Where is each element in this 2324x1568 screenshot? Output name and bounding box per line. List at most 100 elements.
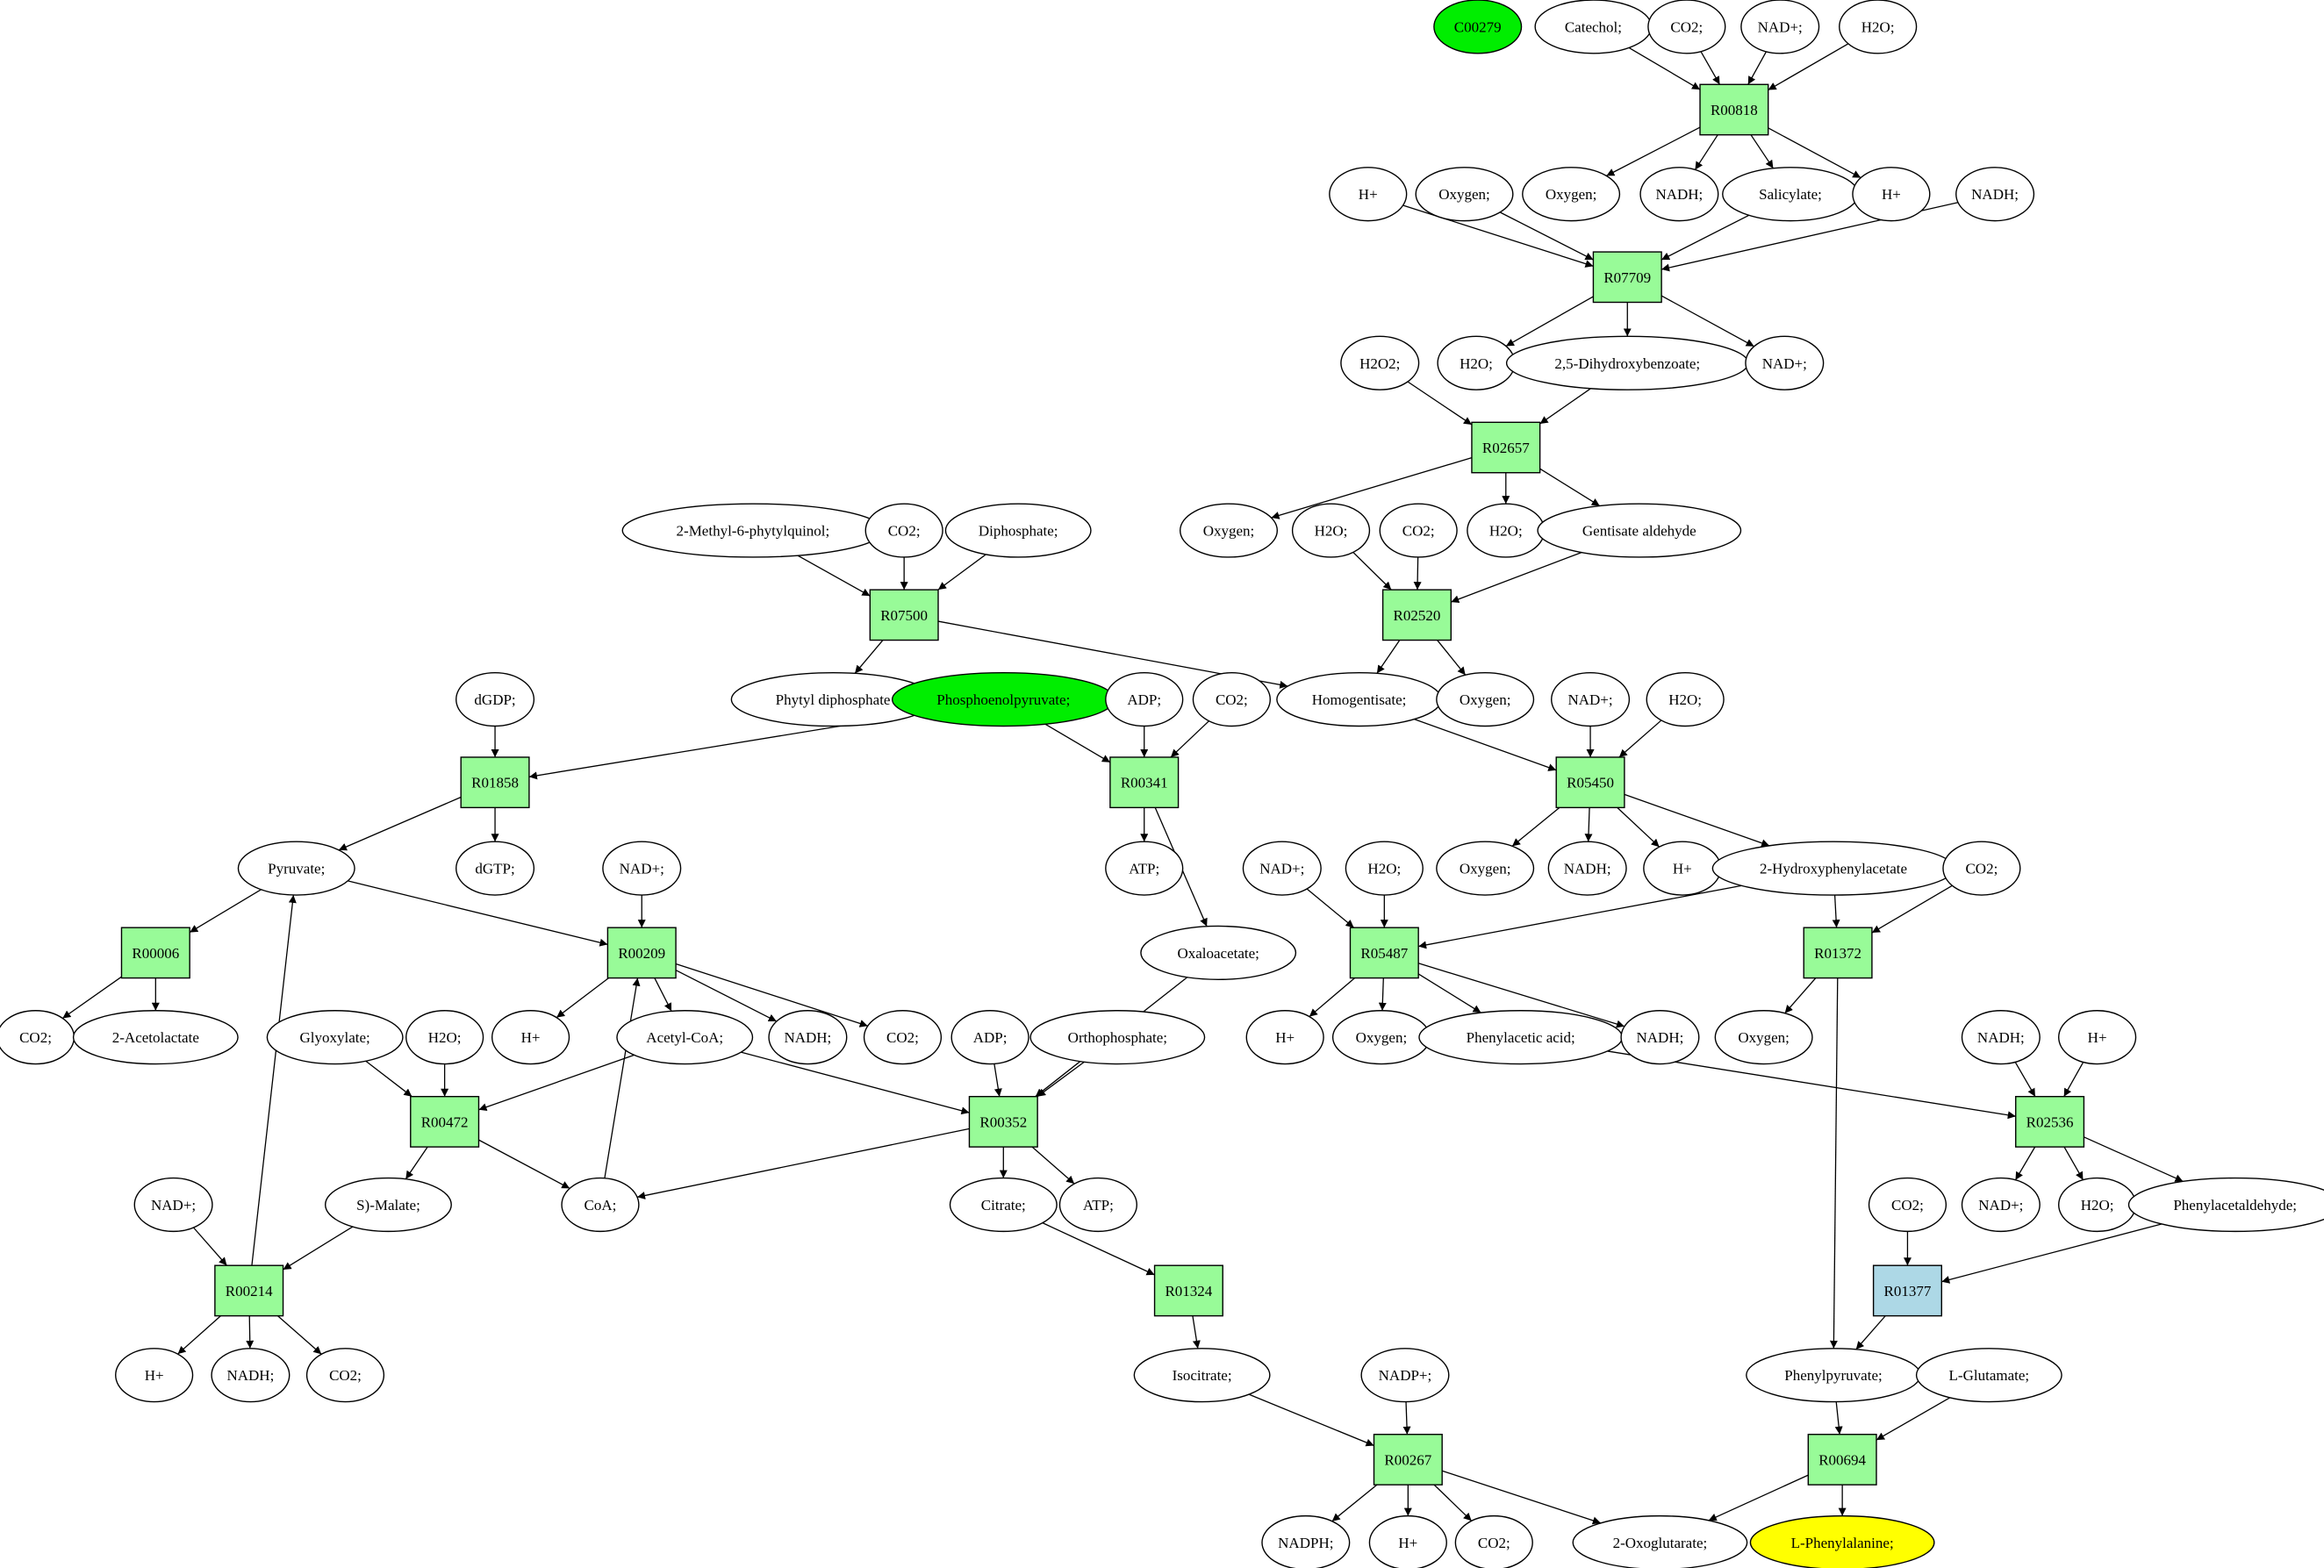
reaction-node-r01372[interactable]: R01372	[1803, 927, 1873, 979]
metabolite-node-s-malate[interactable]: S)-Malate;	[324, 1177, 452, 1233]
metabolite-node-pyruvate[interactable]: Pyruvate;	[237, 841, 355, 896]
metabolite-node-l-phenylalanine[interactable]: L-Phenylalanine;	[1749, 1514, 1935, 1568]
metabolite-node-co2[interactable]: CO2;	[863, 1010, 943, 1065]
metabolite-node-h2o2[interactable]: H2O2;	[1340, 335, 1420, 390]
metabolite-node-nad[interactable]: NAD+;	[1961, 1177, 2041, 1233]
metabolite-node-gentisate-aldehyde[interactable]: Gentisate aldehyde	[1537, 503, 1742, 558]
metabolite-node-orthophosphate[interactable]: Orthophosphate;	[1029, 1010, 1206, 1065]
reaction-node-r00818[interactable]: R00818	[1699, 83, 1769, 136]
metabolite-node-c00279[interactable]: C00279	[1433, 0, 1523, 54]
reaction-node-r00006[interactable]: R00006	[120, 927, 190, 979]
metabolite-node-coa[interactable]: CoA;	[561, 1177, 640, 1233]
metabolite-node-co2[interactable]: CO2;	[1192, 672, 1271, 727]
reaction-node-r00472[interactable]: R00472	[410, 1095, 480, 1148]
reaction-node-r02657[interactable]: R02657	[1471, 421, 1541, 474]
metabolite-node-h2o[interactable]: H2O;	[2058, 1177, 2137, 1233]
metabolite-node-h2o[interactable]: H2O;	[1839, 0, 1918, 54]
metabolite-node-nad[interactable]: NAD+;	[133, 1177, 213, 1233]
metabolite-node-phenylacetic-acid[interactable]: Phenylacetic acid;	[1418, 1010, 1624, 1065]
metabolite-node-oxygen[interactable]: Oxygen;	[1415, 167, 1514, 222]
metabolite-node-co2[interactable]: CO2;	[1454, 1514, 1533, 1568]
metabolite-node-h2o[interactable]: H2O;	[1437, 335, 1516, 390]
metabolite-node-nadh[interactable]: NADH;	[211, 1348, 290, 1403]
metabolite-node-nadh[interactable]: NADH;	[768, 1010, 848, 1065]
metabolite-node-nadh[interactable]: NADH;	[1961, 1010, 2041, 1065]
reaction-node-r02536[interactable]: R02536	[2015, 1095, 2085, 1148]
metabolite-node-co2[interactable]: CO2;	[1379, 503, 1458, 558]
metabolite-node-2-methyl-6-phytylquinol[interactable]: 2-Methyl-6-phytylquinol;	[621, 503, 885, 558]
reaction-node-r05487[interactable]: R05487	[1349, 927, 1419, 979]
metabolite-node-oxygen[interactable]: Oxygen;	[1179, 503, 1279, 558]
metabolite-node-dgdp[interactable]: dGDP;	[455, 672, 535, 727]
metabolite-node-nadh[interactable]: NADH;	[1955, 167, 2035, 222]
metabolite-node-h[interactable]: H+	[1245, 1010, 1324, 1065]
metabolite-node-salicylate[interactable]: Salicylate;	[1722, 167, 1860, 222]
metabolite-node-nadp[interactable]: NADP+;	[1360, 1348, 1450, 1403]
metabolite-node-h[interactable]: H+	[1852, 167, 1931, 222]
metabolite-node-h2o[interactable]: H2O;	[1467, 503, 1546, 558]
metabolite-node-nadh[interactable]: NADH;	[1547, 841, 1627, 896]
metabolite-node-co2[interactable]: CO2;	[1942, 841, 2021, 896]
metabolite-node-co2[interactable]: CO2;	[1868, 1177, 1947, 1233]
metabolite-node-catechol[interactable]: Catechol;	[1534, 0, 1653, 54]
metabolite-node-2-hydroxyphenylacetate[interactable]: 2-Hydroxyphenylacetate	[1711, 841, 1955, 896]
metabolite-node-h2o[interactable]: H2O;	[1291, 503, 1371, 558]
reaction-node-r00209[interactable]: R00209	[606, 927, 677, 979]
metabolite-node-co2[interactable]: CO2;	[864, 503, 943, 558]
metabolite-node-2-5-dihydroxybenzoate[interactable]: 2,5-Dihydroxybenzoate;	[1505, 335, 1749, 390]
reaction-node-r00341[interactable]: R00341	[1109, 756, 1180, 809]
reaction-node-r01324[interactable]: R01324	[1153, 1264, 1223, 1317]
metabolite-node-nad[interactable]: NAD+;	[1242, 841, 1322, 896]
metabolite-node-oxygen[interactable]: Oxygen;	[1436, 672, 1535, 727]
metabolite-node-phytyl-diphosphate[interactable]: Phytyl diphosphate	[730, 672, 936, 727]
metabolite-node-nad[interactable]: NAD+;	[1745, 335, 1825, 390]
reaction-node-r00352[interactable]: R00352	[968, 1095, 1038, 1148]
metabolite-node-atp[interactable]: ATP;	[1105, 841, 1184, 896]
metabolite-node-co2[interactable]: CO2;	[305, 1348, 385, 1403]
metabolite-node-glyoxylate[interactable]: Glyoxylate;	[266, 1010, 404, 1065]
metabolite-node-adp[interactable]: ADP;	[950, 1010, 1029, 1065]
metabolite-node-oxygen[interactable]: Oxygen;	[1436, 841, 1535, 896]
metabolite-node-oxygen[interactable]: Oxygen;	[1714, 1010, 1813, 1065]
reaction-node-r00694[interactable]: R00694	[1807, 1434, 1877, 1486]
metabolite-node-h[interactable]: H+	[115, 1348, 194, 1403]
reaction-node-r07500[interactable]: R07500	[869, 589, 939, 641]
metabolite-node-h2o[interactable]: H2O;	[1646, 672, 1725, 727]
metabolite-node-h[interactable]: H+	[491, 1010, 570, 1065]
reaction-node-r05450[interactable]: R05450	[1555, 756, 1625, 809]
metabolite-node-isocitrate[interactable]: Isocitrate;	[1133, 1348, 1271, 1403]
reaction-node-r00214[interactable]: R00214	[214, 1264, 284, 1317]
metabolite-node-h2o[interactable]: H2O;	[1345, 841, 1424, 896]
metabolite-node-h[interactable]: H+	[1329, 167, 1408, 222]
metabolite-node-2-oxoglutarate[interactable]: 2-Oxoglutarate;	[1572, 1514, 1748, 1568]
metabolite-node-h2o[interactable]: H2O;	[405, 1010, 484, 1065]
metabolite-node-h[interactable]: H+	[1368, 1514, 1447, 1568]
metabolite-node-diphosphate[interactable]: Diphosphate;	[944, 503, 1092, 558]
metabolite-node-h[interactable]: H+	[1643, 841, 1722, 896]
metabolite-node-co2[interactable]: CO2;	[0, 1010, 75, 1065]
metabolite-node-l-glutamate[interactable]: L-Glutamate;	[1915, 1348, 2062, 1403]
metabolite-node-co2[interactable]: CO2;	[1647, 0, 1726, 54]
metabolite-node-phenylacetaldehyde[interactable]: Phenylacetaldehyde;	[2127, 1177, 2324, 1233]
metabolite-node-nadh[interactable]: NADH;	[1639, 167, 1719, 222]
metabolite-node-2-acetolactate[interactable]: 2-Acetolactate	[72, 1010, 239, 1065]
reaction-node-r00267[interactable]: R00267	[1373, 1434, 1443, 1486]
metabolite-node-nadph[interactable]: NADPH;	[1261, 1514, 1351, 1568]
metabolite-node-oxygen[interactable]: Oxygen;	[1522, 167, 1621, 222]
reaction-node-r07709[interactable]: R07709	[1592, 251, 1662, 304]
metabolite-node-oxygen[interactable]: Oxygen;	[1331, 1010, 1431, 1065]
metabolite-node-phenylpyruvate[interactable]: Phenylpyruvate;	[1746, 1348, 1921, 1403]
reaction-node-r02520[interactable]: R02520	[1381, 589, 1452, 641]
metabolite-node-oxaloacetate[interactable]: Oxaloacetate;	[1140, 925, 1297, 980]
metabolite-node-atp[interactable]: ATP;	[1058, 1177, 1137, 1233]
reaction-node-r01858[interactable]: R01858	[460, 756, 530, 809]
metabolite-node-citrate[interactable]: Citrate;	[949, 1177, 1058, 1233]
reaction-node-r01377[interactable]: R01377	[1872, 1264, 1942, 1317]
metabolite-node-nad[interactable]: NAD+;	[1551, 672, 1631, 727]
metabolite-node-adp[interactable]: ADP;	[1105, 672, 1184, 727]
metabolite-node-homogentisate[interactable]: Homogentisate;	[1276, 672, 1443, 727]
metabolite-node-nadh[interactable]: NADH;	[1620, 1010, 1700, 1065]
metabolite-node-nad[interactable]: NAD+;	[602, 841, 682, 896]
metabolite-node-nad[interactable]: NAD+;	[1740, 0, 1820, 54]
metabolite-node-h[interactable]: H+	[2058, 1010, 2137, 1065]
